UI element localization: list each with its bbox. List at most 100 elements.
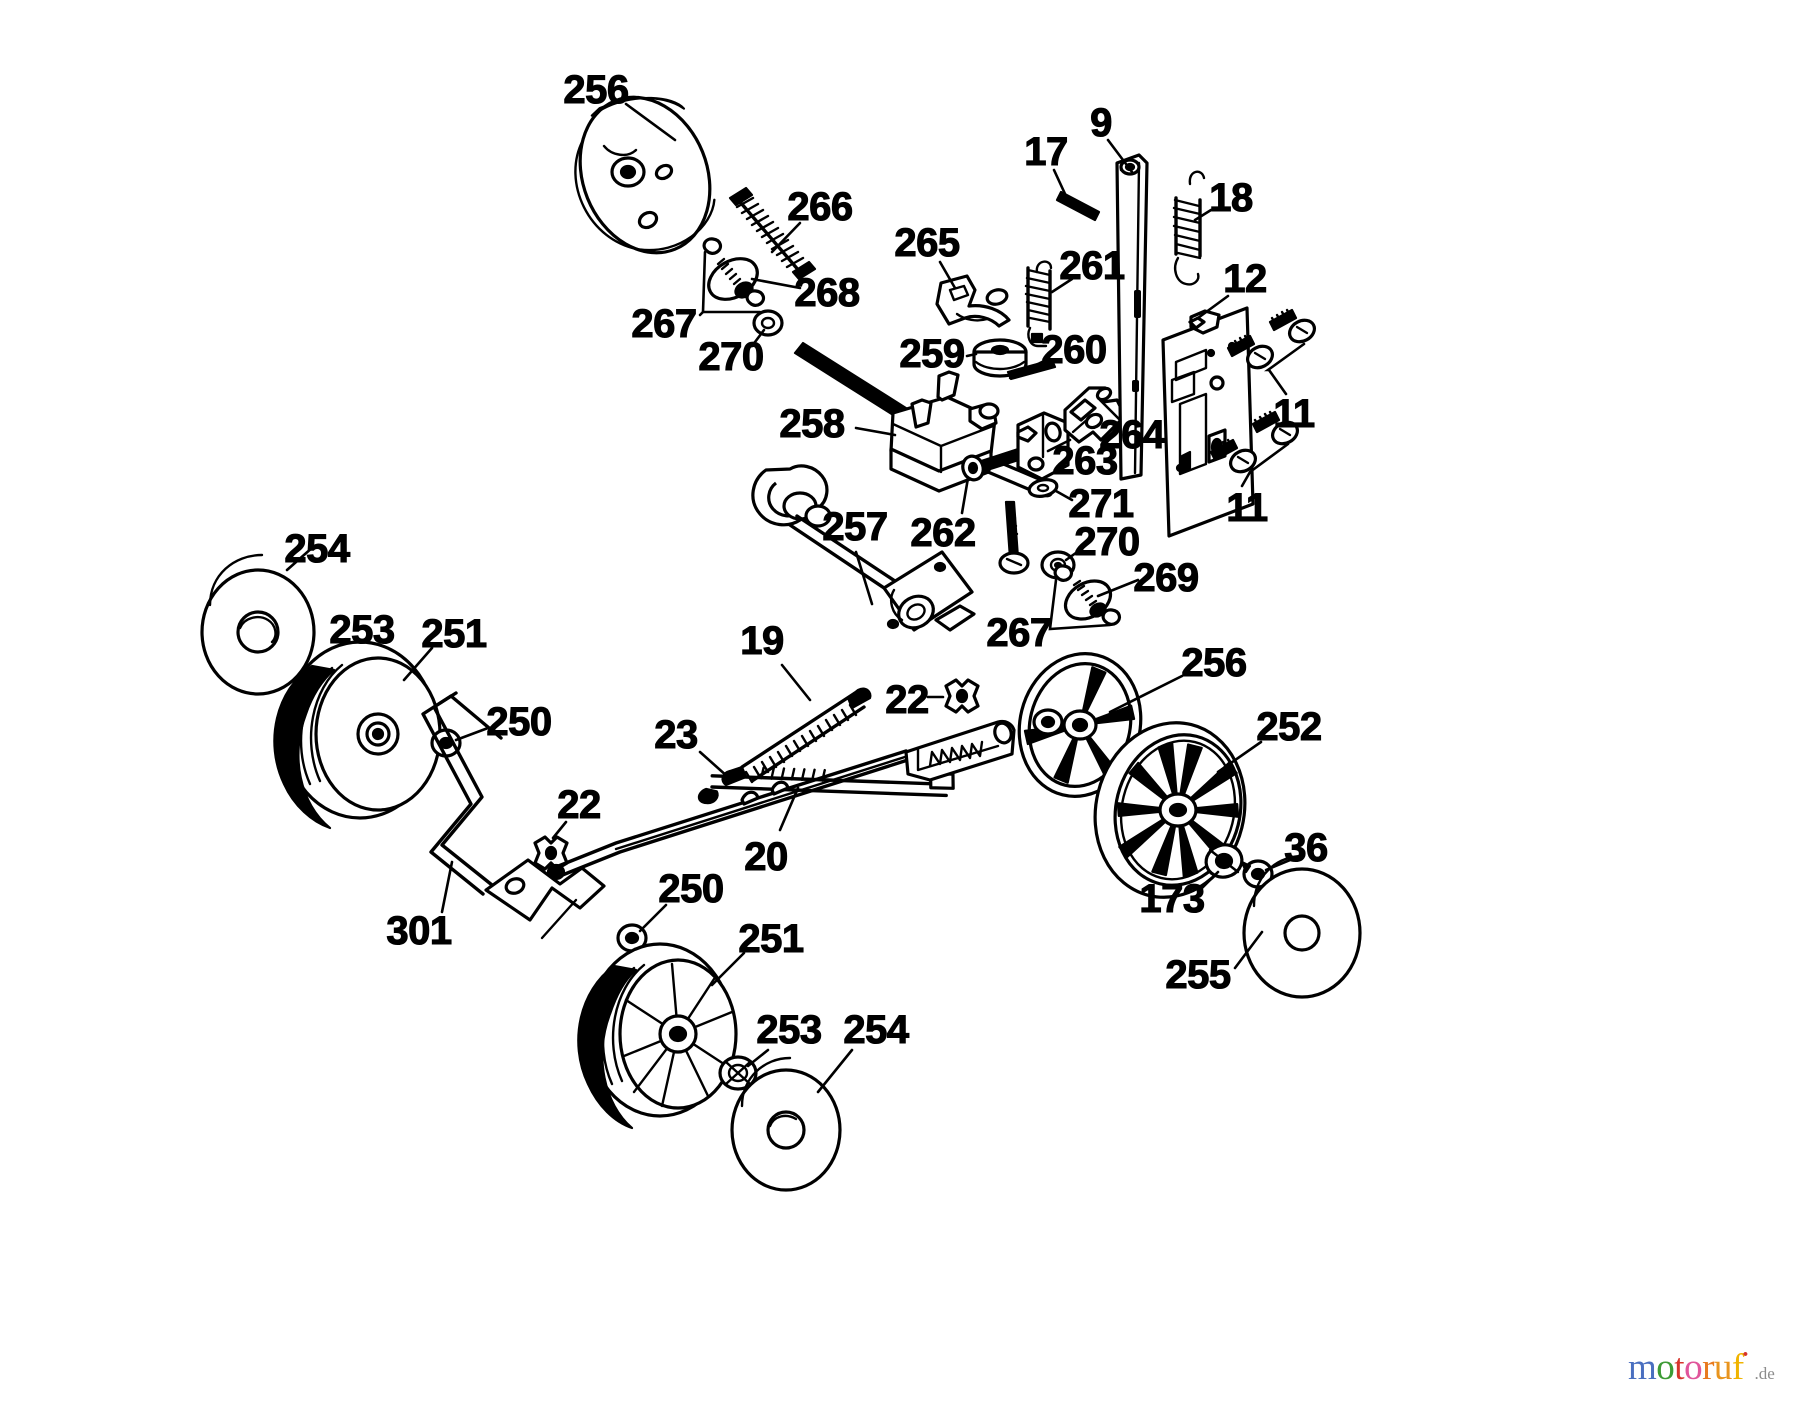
callout-267-top: 267 — [631, 302, 698, 346]
callout-269: 269 — [1133, 556, 1200, 600]
leader-251-left — [402, 646, 434, 682]
part-267-clips-mid — [1048, 564, 1122, 631]
callout-257: 257 — [822, 505, 889, 549]
part-256-top-cover — [574, 95, 716, 255]
callout-270-mid: 270 — [1074, 520, 1141, 564]
leader-12 — [1196, 294, 1230, 320]
callout-254-left: 254 — [284, 527, 351, 571]
callout-11-top: 11 — [1273, 392, 1316, 436]
part-250-left-washer — [430, 728, 462, 758]
callout-20: 20 — [744, 835, 789, 879]
leader-250-left — [454, 726, 490, 742]
leader-256-top — [624, 102, 677, 142]
callout-267-mid: 267 — [986, 611, 1053, 655]
leader-261 — [1050, 277, 1074, 294]
callout-9: 9 — [1090, 101, 1113, 145]
callout-19: 19 — [740, 619, 785, 663]
leader-257 — [854, 550, 874, 606]
callout-263: 263 — [1052, 439, 1119, 483]
callout-22-left: 22 — [557, 783, 602, 827]
leader-259 — [965, 352, 978, 358]
leader-271 — [1054, 489, 1074, 502]
callout-258: 258 — [779, 402, 846, 446]
callout-253-left: 253 — [329, 608, 396, 652]
callout-12: 12 — [1223, 257, 1268, 301]
callout-256-right: 256 — [1181, 641, 1248, 685]
part-254-left-disc — [200, 553, 316, 696]
leader-255 — [1233, 930, 1264, 970]
callout-268: 268 — [794, 271, 861, 315]
leader-252 — [1216, 740, 1263, 774]
part-266-spring — [728, 186, 817, 281]
leader-262 — [960, 476, 970, 515]
callout-252: 252 — [1256, 705, 1323, 749]
part-269-collar — [1063, 579, 1113, 621]
leader-270-mid — [1064, 548, 1082, 562]
leader-258 — [854, 426, 897, 437]
callout-173: 173 — [1139, 877, 1206, 921]
part-270-washer-top — [752, 309, 784, 337]
leader-173 — [1198, 870, 1220, 892]
leader-263 — [1046, 438, 1072, 453]
part-22-clamp-mid — [944, 678, 980, 714]
leader-256-right — [1108, 674, 1184, 714]
leader-254-left — [285, 545, 315, 572]
callout-250-mid: 250 — [658, 867, 725, 911]
callout-253-bot: 253 — [756, 1008, 823, 1052]
part-259-pulley — [972, 338, 1028, 378]
callout-17: 17 — [1024, 130, 1069, 174]
part-251-bottom-wheel — [577, 942, 738, 1130]
part-256-right-wheel — [1017, 652, 1143, 798]
callout-301: 301 — [386, 909, 453, 953]
callout-256-top: 256 — [563, 68, 630, 112]
part-253-bot-nut — [718, 1055, 758, 1091]
leader-9 — [1106, 138, 1134, 174]
part-265-lever-bracket — [935, 274, 1011, 328]
callout-266: 266 — [787, 185, 854, 229]
part-9-handle-rod — [1115, 153, 1149, 481]
callout-251-bot: 251 — [738, 917, 805, 961]
part-251-left-wheel — [273, 640, 442, 830]
callout-261: 261 — [1059, 244, 1126, 288]
part-263-pivot-block — [1016, 411, 1070, 481]
callout-254-bot: 254 — [843, 1008, 910, 1052]
leader-23 — [698, 750, 730, 779]
leader-19 — [780, 663, 812, 702]
leader-20 — [778, 786, 800, 832]
leader-260 — [1016, 358, 1048, 376]
callout-259: 259 — [899, 332, 966, 376]
callout-255: 255 — [1165, 953, 1232, 997]
part-11-screws — [1209, 308, 1317, 488]
callout-250-left: 250 — [486, 700, 553, 744]
callout-18: 18 — [1209, 176, 1254, 220]
callout-36: 36 — [1284, 826, 1329, 870]
callout-23: 23 — [654, 713, 699, 757]
leader-250-mid — [638, 903, 668, 933]
leader-22-left — [551, 820, 568, 840]
callout-262: 262 — [910, 511, 977, 555]
leader-268 — [750, 277, 802, 290]
part-255-large-disc — [1242, 854, 1362, 999]
leader-266 — [770, 221, 802, 254]
callout-22-mid: 22 — [885, 678, 930, 722]
part-301-adjuster-rod — [421, 691, 606, 940]
part-270-screw-washer-mid — [998, 500, 1076, 580]
leader-253-bot — [746, 1048, 770, 1068]
leader-251-bot — [710, 951, 746, 987]
part-271-washer — [1027, 478, 1059, 498]
leader-18 — [1193, 208, 1213, 222]
callout-264: 264 — [1099, 413, 1166, 457]
part-257-drive-linkage — [751, 464, 976, 632]
callout-270-top: 270 — [698, 335, 765, 379]
leader-265 — [938, 260, 957, 290]
leader-301 — [440, 860, 454, 914]
watermark-tld: .de — [1754, 1364, 1775, 1383]
watermark-motoruf: motoruf·.de — [1628, 1336, 1788, 1392]
callout-265: 265 — [894, 221, 961, 265]
part-17-roll-pin — [1055, 190, 1101, 222]
part-173-bearing-nut — [1204, 843, 1244, 879]
leader-270-top — [750, 328, 766, 348]
leader-254-bot — [816, 1048, 854, 1094]
